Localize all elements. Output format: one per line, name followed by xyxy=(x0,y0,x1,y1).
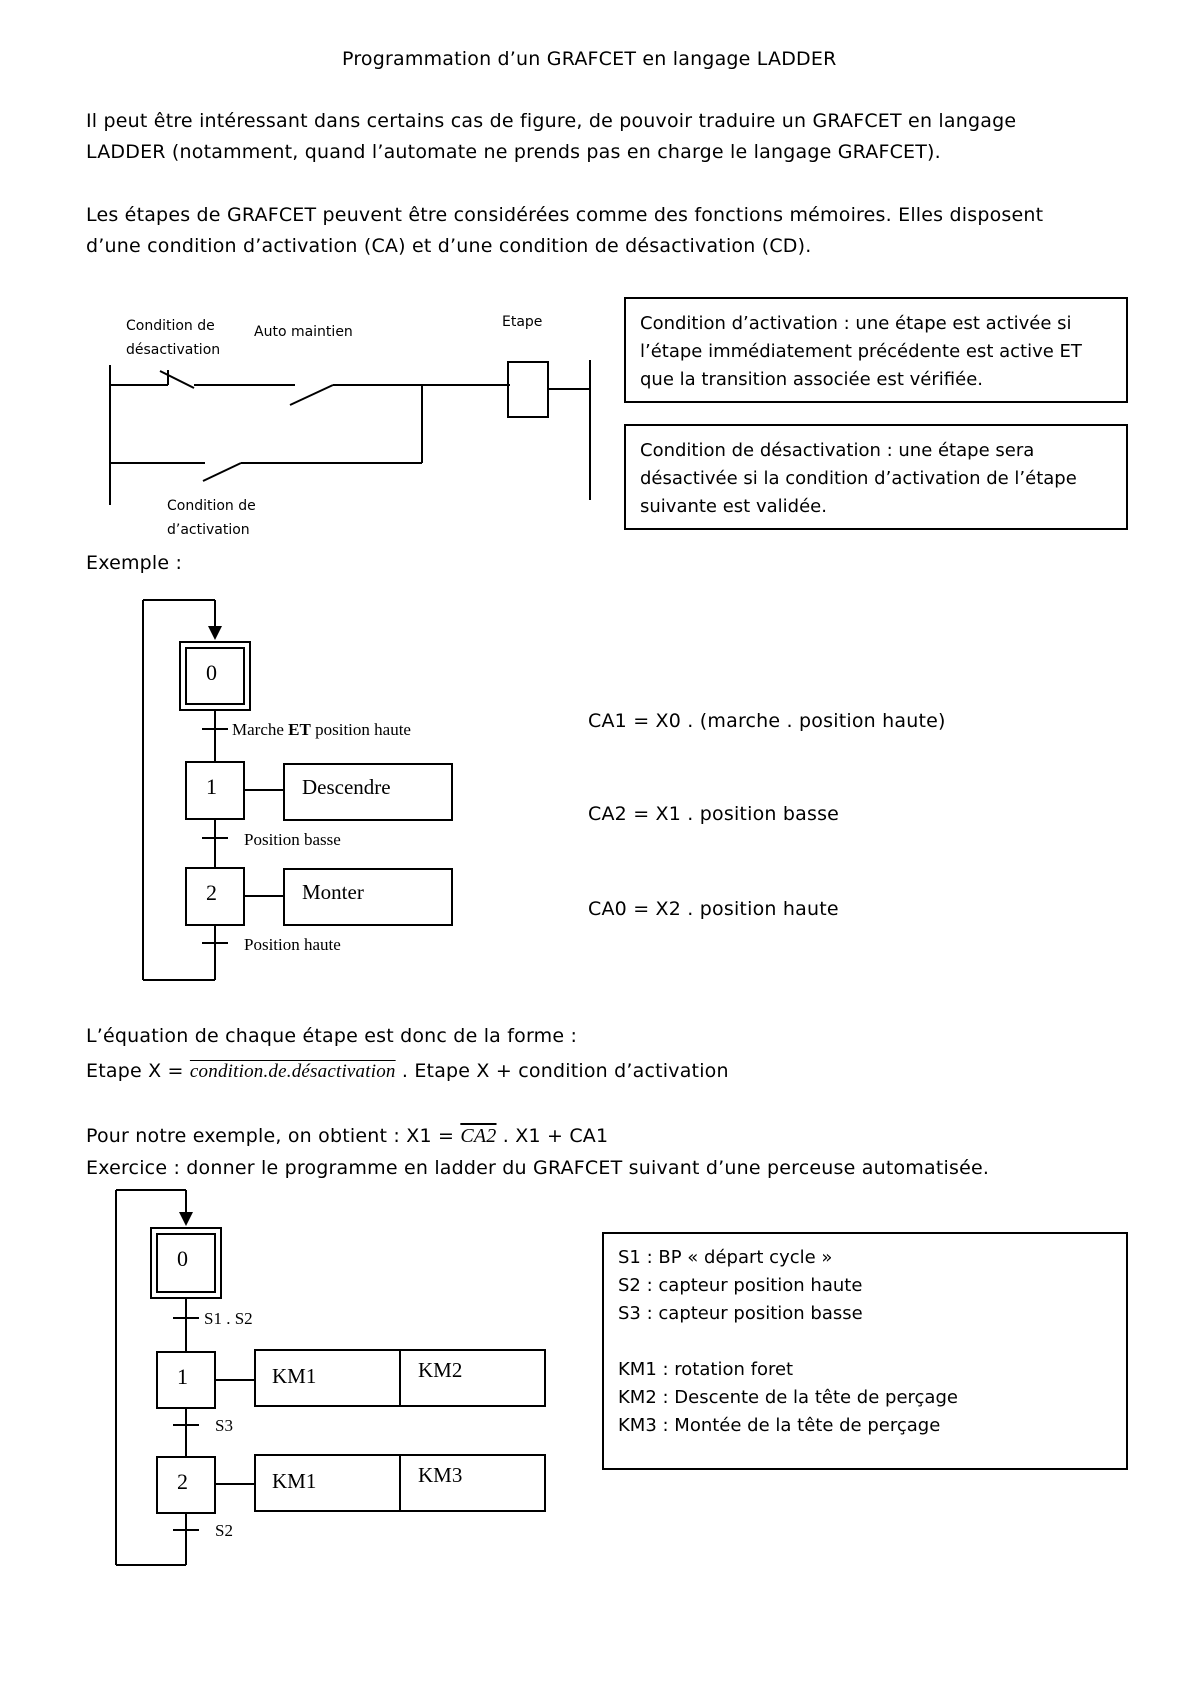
example-result-suffix: . X1 + CA1 xyxy=(496,1125,609,1147)
intro-paragraph-2-line-1: Les étapes de GRAFCET peuvent être consi… xyxy=(86,204,1044,226)
grafcet1-step-0-label: 0 xyxy=(206,660,217,685)
activation-box-line: Condition d’activation : une étape est a… xyxy=(640,313,1072,334)
grafcet2-transition-2-label: S3 xyxy=(215,1416,233,1435)
desactivation-definition-box: Condition de désactivation : une étape s… xyxy=(624,424,1128,530)
grafcet2-step-1-label: 1 xyxy=(177,1364,188,1389)
grafcet1-transition-1-label: Marche ET position haute xyxy=(232,720,411,740)
grafcet2-action-km3-step2: KM3 xyxy=(418,1463,463,1487)
equation-form-prefix: Etape X = xyxy=(86,1060,190,1082)
grafcet2-transition-3-label: S2 xyxy=(215,1521,233,1540)
nc-contact-desactivation xyxy=(159,370,195,389)
legend-line: S1 : BP « départ cycle » xyxy=(618,1247,833,1268)
label-auto-maintien: Auto maintien xyxy=(254,324,353,340)
activation-box-line: que la transition associée est vérifiée. xyxy=(640,369,983,390)
label-cd-line-2: désactivation xyxy=(126,342,221,358)
intro-paragraph-2-line-2: d’une condition d’activation (CA) et d’u… xyxy=(86,235,812,257)
grafcet1-step-1-label: 1 xyxy=(206,774,217,799)
legend-box: S1 : BP « départ cycle » S2 : capteur po… xyxy=(602,1232,1128,1470)
intro-paragraph-1-line-2: LADDER (notamment, quand l’automate ne p… xyxy=(86,141,941,163)
equation-form-intro: L’équation de chaque étape est donc de l… xyxy=(86,1025,578,1047)
grafcet2-step-0-label: 0 xyxy=(177,1246,188,1271)
grafcet1-arrow xyxy=(208,626,222,640)
t1-post: position haute xyxy=(310,720,411,739)
legend-line: KM3 : Montée de la tête de perçage xyxy=(618,1415,941,1436)
example-result: Pour notre exemple, on obtient : X1 = CA… xyxy=(86,1125,608,1148)
equation-ca1: CA1 = X0 . (marche . position haute) xyxy=(588,710,946,732)
label-etape: Etape xyxy=(502,314,543,330)
no-contact-activation xyxy=(202,462,242,482)
equation-ca0: CA0 = X2 . position haute xyxy=(588,898,839,920)
grafcet2-step-2-label: 2 xyxy=(177,1469,188,1494)
activation-box-line: l’étape immédiatement précédente est act… xyxy=(640,341,1082,362)
label-cd-line-1: Condition de xyxy=(126,318,215,334)
label-ca-line-1: Condition de xyxy=(167,498,256,514)
legend-spacer xyxy=(618,1328,1126,1356)
no-contact-auto-maintien xyxy=(289,384,334,406)
exemple-label: Exemple : xyxy=(86,552,183,574)
grafcet1-action-descendre-label: Descendre xyxy=(302,775,391,799)
equation-form-overlined: condition.de.désactivation xyxy=(189,1061,396,1082)
equation-ca2: CA2 = X1 . position basse xyxy=(588,803,840,825)
page-title: Programmation d’un GRAFCET en langage LA… xyxy=(342,48,837,70)
desactivation-box-line: suivante est validée. xyxy=(640,496,827,517)
t1-bold: ET xyxy=(288,720,311,739)
grafcet2-transition-1-label: S1 . S2 xyxy=(204,1309,253,1328)
desactivation-box-line: désactivée si la condition d’activation … xyxy=(640,468,1077,489)
legend-line: KM1 : rotation foret xyxy=(618,1359,794,1380)
activation-definition-box: Condition d’activation : une étape est a… xyxy=(624,297,1128,403)
t1-pre: Marche xyxy=(232,720,289,739)
equation-form: Etape X = condition.de.désactivation . E… xyxy=(86,1060,729,1083)
exercise-statement: Exercice : donner le programme en ladder… xyxy=(86,1157,990,1179)
grafcet1-step-2-label: 2 xyxy=(206,880,217,905)
example-result-prefix: Pour notre exemple, on obtient : X1 = xyxy=(86,1125,461,1147)
coil-etape xyxy=(507,361,549,418)
label-ca-line-2: d’activation xyxy=(167,522,250,538)
grafcet1-transition-2-label: Position basse xyxy=(244,830,341,849)
grafcet2-arrow xyxy=(179,1212,193,1226)
grafcet2-action-km2-step1: KM2 xyxy=(418,1358,463,1382)
legend-line: KM2 : Descente de la tête de perçage xyxy=(618,1387,958,1408)
grafcet2-action-km1-step1: KM1 xyxy=(272,1364,317,1388)
grafcet2-action-km1-step2: KM1 xyxy=(272,1469,317,1493)
grafcet1-action-monter-label: Monter xyxy=(302,880,364,904)
example-result-overlined: CA2 xyxy=(460,1125,497,1147)
intro-paragraph-1-line-1: Il peut être intéressant dans certains c… xyxy=(86,110,1017,132)
legend-line: S3 : capteur position basse xyxy=(618,1303,863,1324)
grafcet1-transition-3-label: Position haute xyxy=(244,935,341,954)
desactivation-box-line: Condition de désactivation : une étape s… xyxy=(640,440,1035,461)
legend-line: S2 : capteur position haute xyxy=(618,1275,863,1296)
equation-form-suffix: . Etape X + condition d’activation xyxy=(395,1060,729,1082)
